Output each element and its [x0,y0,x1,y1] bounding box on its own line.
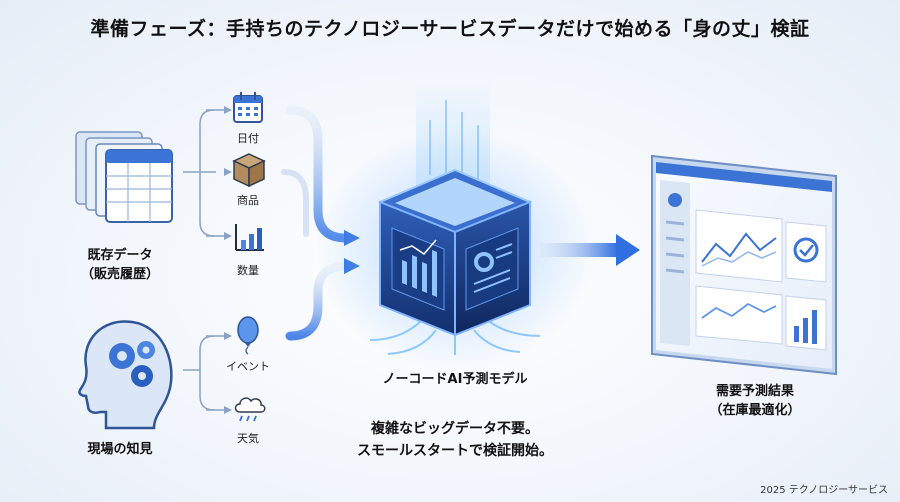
summary-note: 複雑なビッグデータ不要。 スモールスタートで検証開始。 [357,421,553,459]
head-gears-icon [78,320,173,430]
dashboard-screen-icon [651,154,837,376]
item-label-event: イベント [226,360,270,373]
existing-data-label: 既存データ （販売履歴） [80,248,159,282]
input-connector-bottom [183,332,232,414]
ai-model-label: ノーコードAI予測モデル [382,372,528,387]
output-label: 需要予測結果 （在庫最適化） [709,384,801,418]
field-knowledge-label: 現場の知見 [87,442,153,457]
calendar-icon [233,92,263,123]
item-label-weather: 天気 [237,432,259,445]
output-arrow [540,234,640,266]
bar-chart-icon [235,224,264,251]
spreadsheet-stack-icon [75,131,173,223]
footer-copyright: 2025 テクノロジーサービス [760,485,888,496]
item-label-product: 商品 [237,194,259,207]
item-label-date: 日付 [237,132,259,145]
item-label-quantity: 数量 [237,264,259,277]
page-title: 準備フェーズ：手持ちのテクノロジーサービスデータだけで始める「身の丈」検証 [90,18,810,40]
ai-model-cube [315,80,595,370]
input-connector-top [183,106,232,240]
box-icon [232,153,266,188]
rain-cloud-icon [234,397,266,422]
balloon-icon [237,316,259,355]
